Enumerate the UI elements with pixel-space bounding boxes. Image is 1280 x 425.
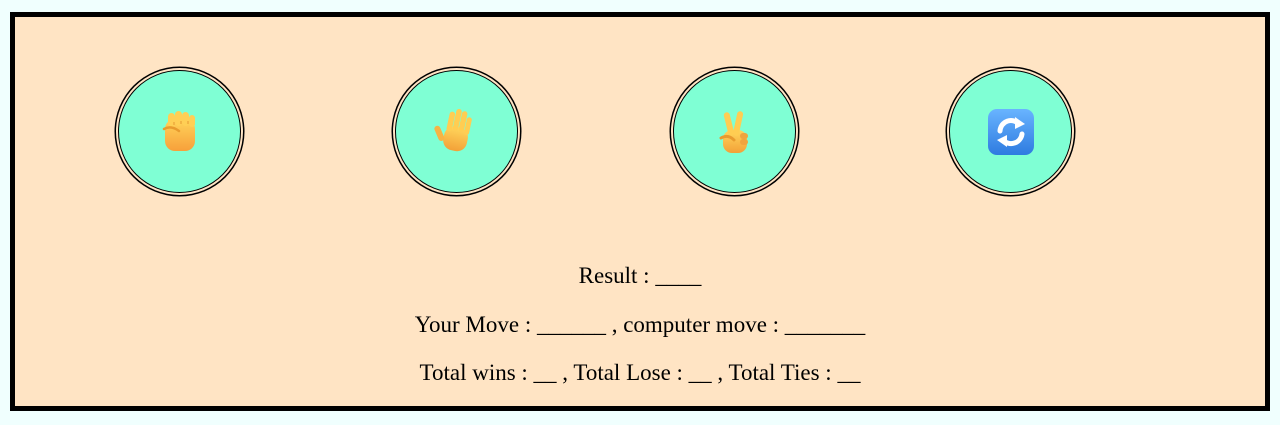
raised-hand-icon xyxy=(433,108,472,151)
reset-button[interactable] xyxy=(949,70,1072,193)
rock-button[interactable] xyxy=(118,70,241,193)
paper-button[interactable] xyxy=(395,70,518,193)
refresh-arrows-icon xyxy=(987,108,1034,155)
score-text: Total wins : __ , Total Lose : __ , Tota… xyxy=(419,360,861,385)
moves-text: Your Move : ______ , computer move : ___… xyxy=(414,312,866,337)
game-panel: Result : ____ Your Move : ______ , compu… xyxy=(10,12,1270,411)
victory-hand-icon xyxy=(719,110,748,153)
scissors-button[interactable] xyxy=(673,70,796,193)
raised-fist-icon xyxy=(162,110,195,151)
result-text: Result : ____ xyxy=(578,263,702,288)
